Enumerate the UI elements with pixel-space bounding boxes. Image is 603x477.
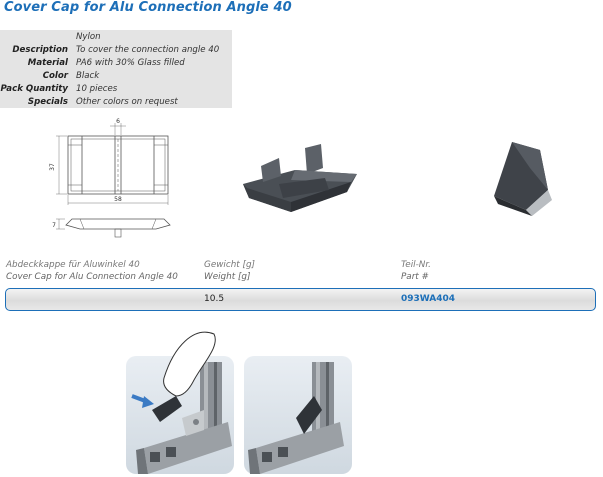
cell-part-number[interactable]: 093WA404 [401,294,456,304]
spec-row: Color Black [0,71,232,84]
spec-key: Specials [27,97,68,107]
header-en: Weight [g] [204,272,251,282]
table-row: 10.5 093WA404 [5,288,596,311]
product-photo-open [243,144,357,212]
spec-value: To cover the connection angle 40 [76,45,220,55]
aluminum-profile-illustration [136,362,232,474]
spec-row: Description To cover the connection angl… [0,45,232,58]
header-en: Cover Cap for Alu Connection Angle 40 [6,272,178,282]
column-header-name: Abdeckkappe für Aluwinkel 40 Cover Cap f… [6,259,178,283]
cell-weight: 10.5 [204,294,225,304]
spec-value: PA6 with 30% Glass filled [76,58,185,68]
spec-table: Nylon Description To cover the connectio… [0,30,232,108]
header-de: Teil-Nr. [401,260,431,270]
header-de: Abdeckkappe für Aluwinkel 40 [6,260,140,270]
spec-row: Material PA6 with 30% Glass filled [0,58,232,71]
dim-label: 6 [116,118,120,125]
spec-value: Other colors on request [76,97,178,107]
top-view-outline [67,135,169,195]
spec-key: Color [42,71,68,81]
installed-cap [296,396,322,434]
page-title: Cover Cap for Alu Connection Angle 40 [4,0,292,15]
column-header-part: Teil-Nr. Part # [401,259,431,283]
technical-drawing: 6 37 58 7 [49,118,171,238]
spec-key: Pack Quantity [0,84,68,94]
header-de: Gewicht [g] [204,260,255,270]
cap-in-hand [152,396,182,422]
installation-illustration [126,331,352,474]
hand-icon [163,331,216,397]
spec-row: Specials Other colors on request [0,97,232,110]
spec-value: 10 pieces [76,84,118,94]
spec-key: Material [27,58,68,68]
dim-label: 7 [52,222,56,229]
side-view-outline [65,218,171,230]
spec-key: Description [12,45,68,55]
spec-row: Nylon [0,32,232,45]
column-header-weight: Gewicht [g] Weight [g] [204,259,255,283]
header-en: Part # [401,272,429,282]
spec-row: Pack Quantity 10 pieces [0,84,232,97]
product-photo-closed [494,142,552,216]
dim-label: 58 [114,196,122,203]
spec-value: Nylon [76,32,101,42]
spec-value: Black [76,71,100,81]
dim-label: 37 [49,163,56,171]
